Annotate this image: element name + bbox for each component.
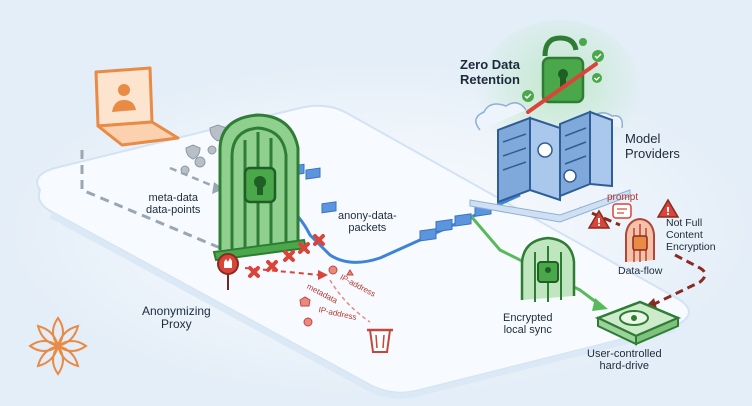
hard-drive-label: User-controlled hard-drive (587, 348, 662, 373)
petal-logo-icon (28, 316, 88, 376)
check-badges (522, 38, 604, 102)
small-locked-gate-icon (625, 217, 655, 262)
blocked-x-marks (248, 234, 325, 278)
data-flow-label: Data-flow (618, 265, 663, 277)
metadata-flow-line (80, 150, 226, 252)
block-sign-icon (217, 253, 239, 290)
discarded-items-icon (299, 265, 354, 327)
meta-data-line-1: meta-data (148, 192, 198, 204)
hard-drive-line-1: User-controlled (587, 348, 662, 360)
prompt-bubble-icon (612, 203, 632, 219)
encrypted-line-1: Encrypted (503, 312, 553, 324)
zero-retention-line-1: Zero Data (460, 57, 520, 72)
model-providers-line-2: Providers (625, 145, 680, 161)
isometric-platform (36, 104, 690, 394)
anony-packets-line-2: packets (348, 222, 387, 235)
locked-gate-icon (212, 113, 308, 262)
meta-data-label: meta-data data-points (146, 192, 200, 217)
hard-drive-line-2: hard-drive (599, 360, 650, 373)
anony-packets-label: anony-data- packets (338, 210, 397, 235)
warning-icon: ! ! (587, 198, 680, 229)
proxy-line-1: Anonymizing (142, 304, 211, 318)
open-padlock-icon (526, 35, 598, 114)
not-full-encryption-label: Not Full Content Encryption (666, 217, 716, 253)
anonymizing-proxy-label: Anonymizing Proxy (142, 304, 211, 332)
meta-data-line-2: data-points (146, 204, 201, 217)
anony-packets-line-1: anony-data- (338, 210, 397, 222)
not-full-line-1: Not Full (666, 217, 703, 229)
encrypted-line-2: local sync (503, 324, 552, 337)
proxy-line-2: Proxy (161, 317, 192, 332)
laptop-user-icon (94, 66, 180, 147)
prompt-label: prompt (607, 192, 639, 203)
zero-retention-label: Zero Data Retention (460, 57, 520, 87)
not-full-line-2: Content (666, 228, 703, 241)
model-providers-line-1: Model (625, 131, 661, 146)
svg-text:!: ! (596, 216, 601, 229)
encrypted-sync-label: Encrypted local sync (503, 312, 553, 337)
svg-text:!: ! (665, 205, 670, 218)
model-providers-label: Model Providers (625, 131, 680, 161)
hard-drive-icon (594, 300, 682, 346)
zero-retention-line-2: Retention (460, 71, 520, 87)
trash-bin-icon (367, 328, 393, 353)
encrypted-sync-gate-icon (520, 236, 576, 302)
server-rack-icon (469, 102, 631, 223)
not-full-line-3: Encryption (666, 240, 716, 253)
